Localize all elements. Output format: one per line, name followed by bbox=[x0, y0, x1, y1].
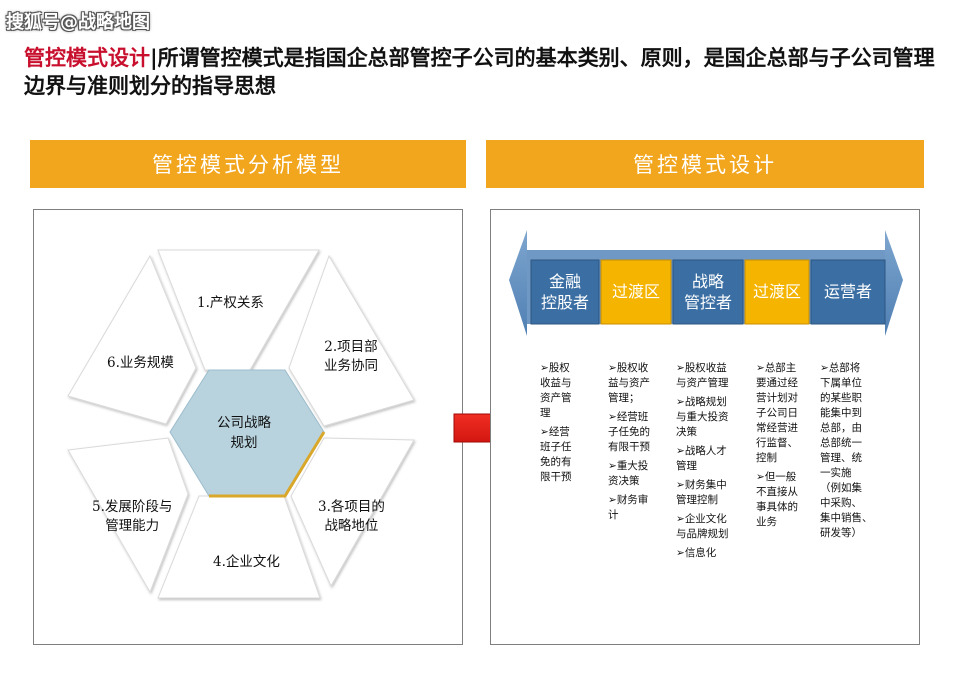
spectrum-band bbox=[509, 230, 903, 336]
segment-2-shape bbox=[288, 254, 415, 427]
column-operator: ➢总部将 下属单位 的某些职 能集中到 总部，由 总部统一 管理、统 一实施 （… bbox=[820, 361, 886, 545]
segment-1-label: 1.产权关系 bbox=[197, 295, 264, 311]
design-title: 管控模式设计 bbox=[486, 140, 924, 188]
design-frame: 金融 控股者 过渡区 战略 管控者 过渡区 运营者 bbox=[490, 209, 920, 645]
segment-4-label: 4.企业文化 bbox=[213, 554, 280, 570]
segment-5-shape bbox=[67, 437, 189, 594]
list-item: ➢财务审 计 bbox=[608, 494, 649, 521]
band-seg-1 bbox=[530, 259, 600, 325]
list-item: ➢财务集中 管理控制 bbox=[676, 479, 727, 506]
center-gold-edge bbox=[209, 431, 326, 498]
list-item: ➢经营班 子任免的 有限干预 bbox=[608, 411, 650, 453]
band-label-5: 运营者 bbox=[823, 282, 872, 301]
band-seg-5 bbox=[810, 259, 886, 325]
analysis-model-title: 管控模式分析模型 bbox=[30, 140, 466, 188]
band-label-3: 战略 管控者 bbox=[683, 272, 732, 312]
watermark: 搜狐号@战略地图 bbox=[6, 12, 150, 33]
list-item: ➢股权收益 与资产管理 bbox=[676, 362, 729, 389]
list-item: ➢经营 班子任 免的有 限干预 bbox=[540, 426, 572, 483]
band-seg-3 bbox=[672, 259, 744, 325]
list-item: ➢战略规划 与重大投资 决策 bbox=[676, 396, 729, 438]
heading-accent: 管控模式设计 bbox=[24, 46, 150, 70]
band-seg-4 bbox=[744, 259, 810, 325]
list-item: ➢信息化 bbox=[676, 547, 717, 559]
band-label-1: 金融 控股者 bbox=[540, 272, 589, 312]
page-heading: 管控模式设计|所谓管控模式是指国企总部管控子公司的基本类别、原则，是国企总部与子… bbox=[24, 44, 944, 100]
band-label-2: 过渡区 bbox=[611, 282, 660, 301]
column-transition-1: ➢股权收 益与资产 管理； ➢经营班 子任免的 有限干预 ➢重大投 资决策 ➢财… bbox=[608, 361, 670, 527]
list-item: ➢重大投 资决策 bbox=[608, 460, 649, 487]
list-item: ➢但一般 不直接从 事具体的 业务 bbox=[756, 471, 798, 528]
band-right-tip bbox=[885, 230, 903, 336]
segment-4-shape bbox=[157, 495, 321, 599]
list-item: ➢股权收 益与资产 管理； bbox=[608, 362, 650, 404]
column-transition-2: ➢总部主 要通过经 营计划对 子公司日 常经营进 行监督、 控制 ➢但一般 不直… bbox=[756, 361, 816, 534]
hexagon-diagram bbox=[67, 249, 415, 599]
column-financial-holding: ➢股权 收益与 资产管 理 ➢经营 班子任 免的有 限干预 bbox=[540, 361, 592, 489]
band-label-4: 过渡区 bbox=[752, 282, 801, 301]
list-item: ➢总部将 下属单位 的某些职 能集中到 总部，由 总部统一 管理、统 一实施 （… bbox=[820, 362, 873, 539]
band-seg-2 bbox=[600, 259, 672, 325]
segment-5-label: 5.发展阶段与 管理能力 bbox=[92, 499, 173, 534]
center-label: 公司战略 规划 bbox=[217, 415, 271, 451]
segment-3-label: 3.各项目的 战略地位 bbox=[318, 499, 385, 534]
heading-text: |所谓管控模式是指国企总部管控子公司的基本类别、原则，是国企总部与子公司管理边界… bbox=[24, 46, 935, 98]
segment-6-shape bbox=[67, 254, 197, 425]
hexagon-model-frame: 1.产权关系 2.项目部 业务协同 3.各项目的 战略地位 4.企业文化 5.发… bbox=[33, 209, 463, 645]
column-strategic-control: ➢股权收益 与资产管理 ➢战略规划 与重大投资 决策 ➢战略人才 管理 ➢财务集… bbox=[676, 361, 748, 565]
list-item: ➢股权 收益与 资产管 理 bbox=[540, 362, 572, 419]
band-left-tip bbox=[509, 230, 527, 336]
list-item: ➢总部主 要通过经 营计划对 子公司日 常经营进 行监督、 控制 bbox=[756, 362, 798, 464]
list-item: ➢战略人才 管理 bbox=[676, 445, 727, 472]
segment-2-label: 2.项目部 业务协同 bbox=[324, 339, 378, 374]
segment-3-shape bbox=[290, 437, 415, 588]
segment-6-label: 6.业务规模 bbox=[107, 355, 174, 371]
list-item: ➢企业文化 与品牌规划 bbox=[676, 513, 729, 540]
